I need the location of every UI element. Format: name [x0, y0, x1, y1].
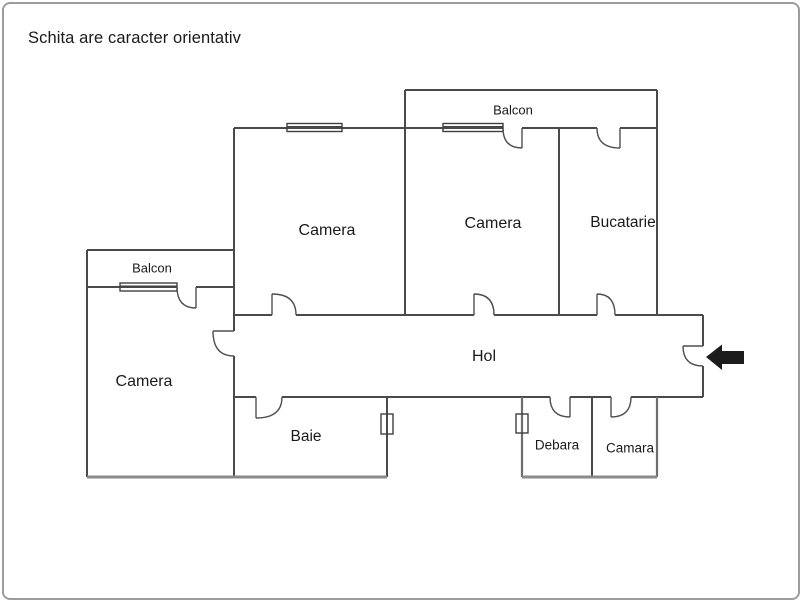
room-label-camera-left: Camera — [116, 373, 173, 390]
room-label-bucatarie: Bucatarie — [590, 214, 655, 231]
windows — [119, 122, 529, 435]
room-label-camera-top-right: Camera — [465, 215, 522, 232]
walls — [86, 89, 704, 479]
door-balcon-left-to-camera-icon — [176, 286, 197, 309]
door-entrance-icon — [682, 345, 704, 367]
door-balcon-to-camera2-icon — [502, 127, 523, 149]
entrance-arrow-icon — [706, 344, 744, 370]
room-label-balcon-left: Balcon — [132, 260, 172, 275]
door-bucatarie-to-hol-icon — [596, 293, 616, 316]
room-label-hol: Hol — [472, 348, 496, 365]
door-hol-to-debara-icon — [549, 396, 571, 418]
plan-title: Schita are caracter orientativ — [28, 29, 242, 47]
room-label-camera-top-left: Camera — [299, 222, 356, 239]
door-balcon-to-bucatarie-icon — [596, 127, 621, 149]
doors — [176, 127, 704, 419]
window-balcon-top-icon — [442, 122, 504, 133]
room-labels: Balcon Camera Camera Bucatarie Balcon Ca… — [116, 102, 656, 455]
room-label-balcon-top: Balcon — [493, 102, 533, 117]
door-camera2-to-hol-icon — [473, 293, 495, 316]
window-baie-icon — [380, 413, 394, 435]
window-debara-icon — [515, 413, 529, 434]
room-label-baie: Baie — [290, 428, 321, 445]
door-camera1-to-hol-icon — [271, 293, 297, 316]
window-camera-top-left-icon — [286, 122, 343, 133]
door-hol-to-camara-icon — [610, 396, 632, 418]
room-label-camara: Camara — [606, 441, 655, 456]
door-hol-to-camera-left-icon — [212, 330, 235, 357]
door-hol-to-baie-icon — [255, 396, 283, 419]
room-label-debara: Debara — [535, 438, 580, 453]
